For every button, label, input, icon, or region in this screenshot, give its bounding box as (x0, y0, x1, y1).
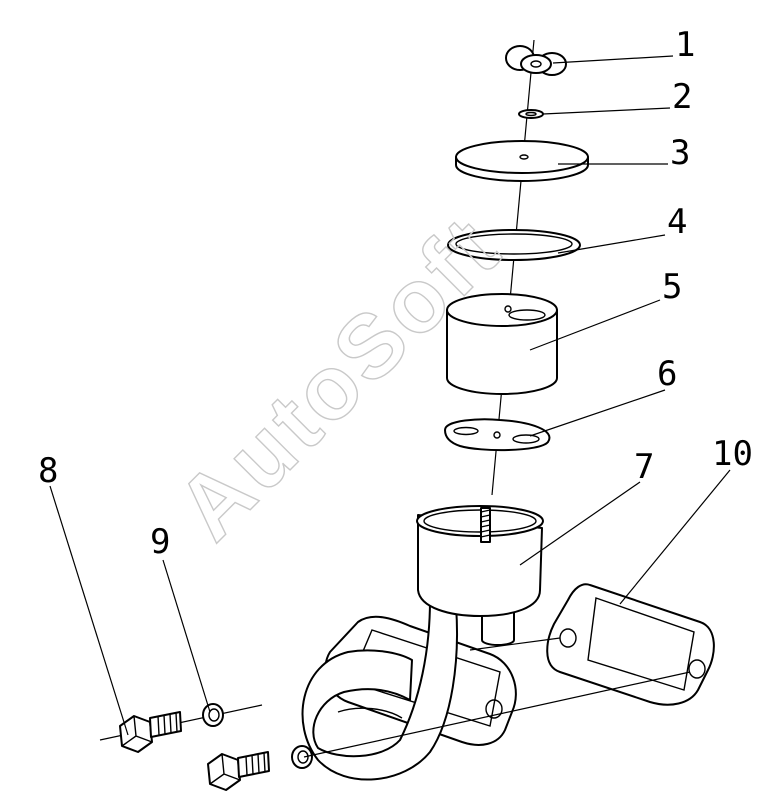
callout-4: 4 (667, 202, 687, 242)
mount-line-upper (469, 637, 561, 651)
callout-8: 8 (38, 451, 58, 491)
part-gasket-ring (447, 229, 581, 261)
part-flange-gasket (546, 583, 715, 706)
part-wing-nut (505, 45, 567, 76)
part-cover-plate (455, 140, 589, 182)
callout-3: 3 (670, 133, 690, 173)
part-filter-element (446, 293, 558, 395)
part-hex-bolt (99, 704, 270, 791)
part-housing-body (301, 505, 544, 781)
callout-10: 10 (712, 434, 753, 474)
callout-leaders (49, 55, 731, 736)
callout-6: 6 (657, 354, 677, 394)
callout-2: 2 (672, 77, 692, 117)
callout-5: 5 (662, 267, 682, 307)
callout-9: 9 (150, 522, 170, 562)
part-lock-washer (202, 703, 313, 769)
part-baffle-plate (444, 418, 551, 452)
callout-7: 7 (634, 447, 654, 487)
mount-line-lower (303, 671, 691, 758)
part-small-washer (518, 109, 544, 119)
callout-1: 1 (675, 25, 695, 65)
